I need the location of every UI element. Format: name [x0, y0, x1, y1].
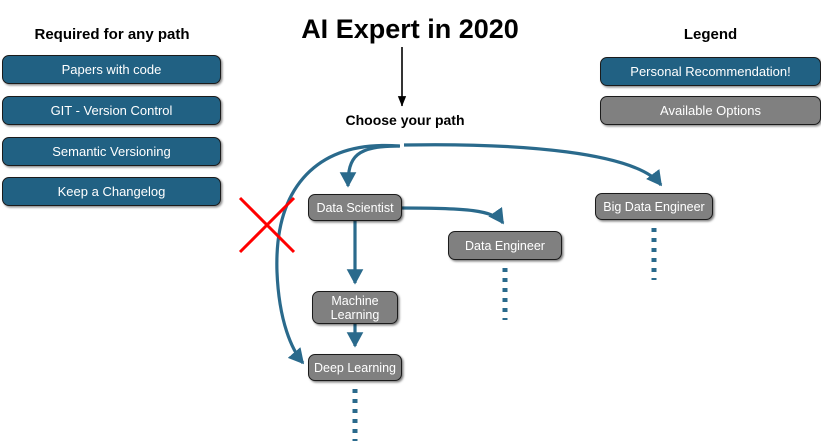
required-item-git-version-control[interactable]: GIT - Version Control — [2, 96, 221, 125]
edge-hub-to-data-scientist — [339, 144, 401, 188]
node-machine-learning[interactable]: Machine Learning — [312, 291, 398, 324]
edge-hub-to-deep-learning — [275, 143, 400, 365]
required-item-papers-with-code[interactable]: Papers with code — [2, 55, 221, 84]
page-title: AI Expert in 2020 — [301, 14, 519, 44]
legend-item-personal-recommendation: Personal Recommendation! — [600, 57, 821, 86]
edge-data-scientist-to-data-engineer — [401, 206, 505, 225]
node-big-data-engineer[interactable]: Big Data Engineer — [595, 193, 713, 220]
node-deep-learning[interactable]: Deep Learning — [308, 354, 402, 381]
edge-hub-to-big-data-engineer — [403, 143, 663, 187]
blocked-path-x-icon — [238, 196, 296, 254]
legend-item-available-options: Available Options — [600, 96, 821, 125]
required-item-semantic-versioning[interactable]: Semantic Versioning — [2, 137, 221, 166]
node-data-scientist[interactable]: Data Scientist — [308, 194, 402, 221]
required-panel-heading: Required for any path — [34, 26, 190, 43]
legend-panel-heading: Legend — [683, 26, 738, 43]
required-item-keep-a-changelog[interactable]: Keep a Changelog — [2, 177, 221, 206]
choose-path-label: Choose your path — [345, 112, 465, 128]
node-data-engineer[interactable]: Data Engineer — [448, 231, 562, 260]
